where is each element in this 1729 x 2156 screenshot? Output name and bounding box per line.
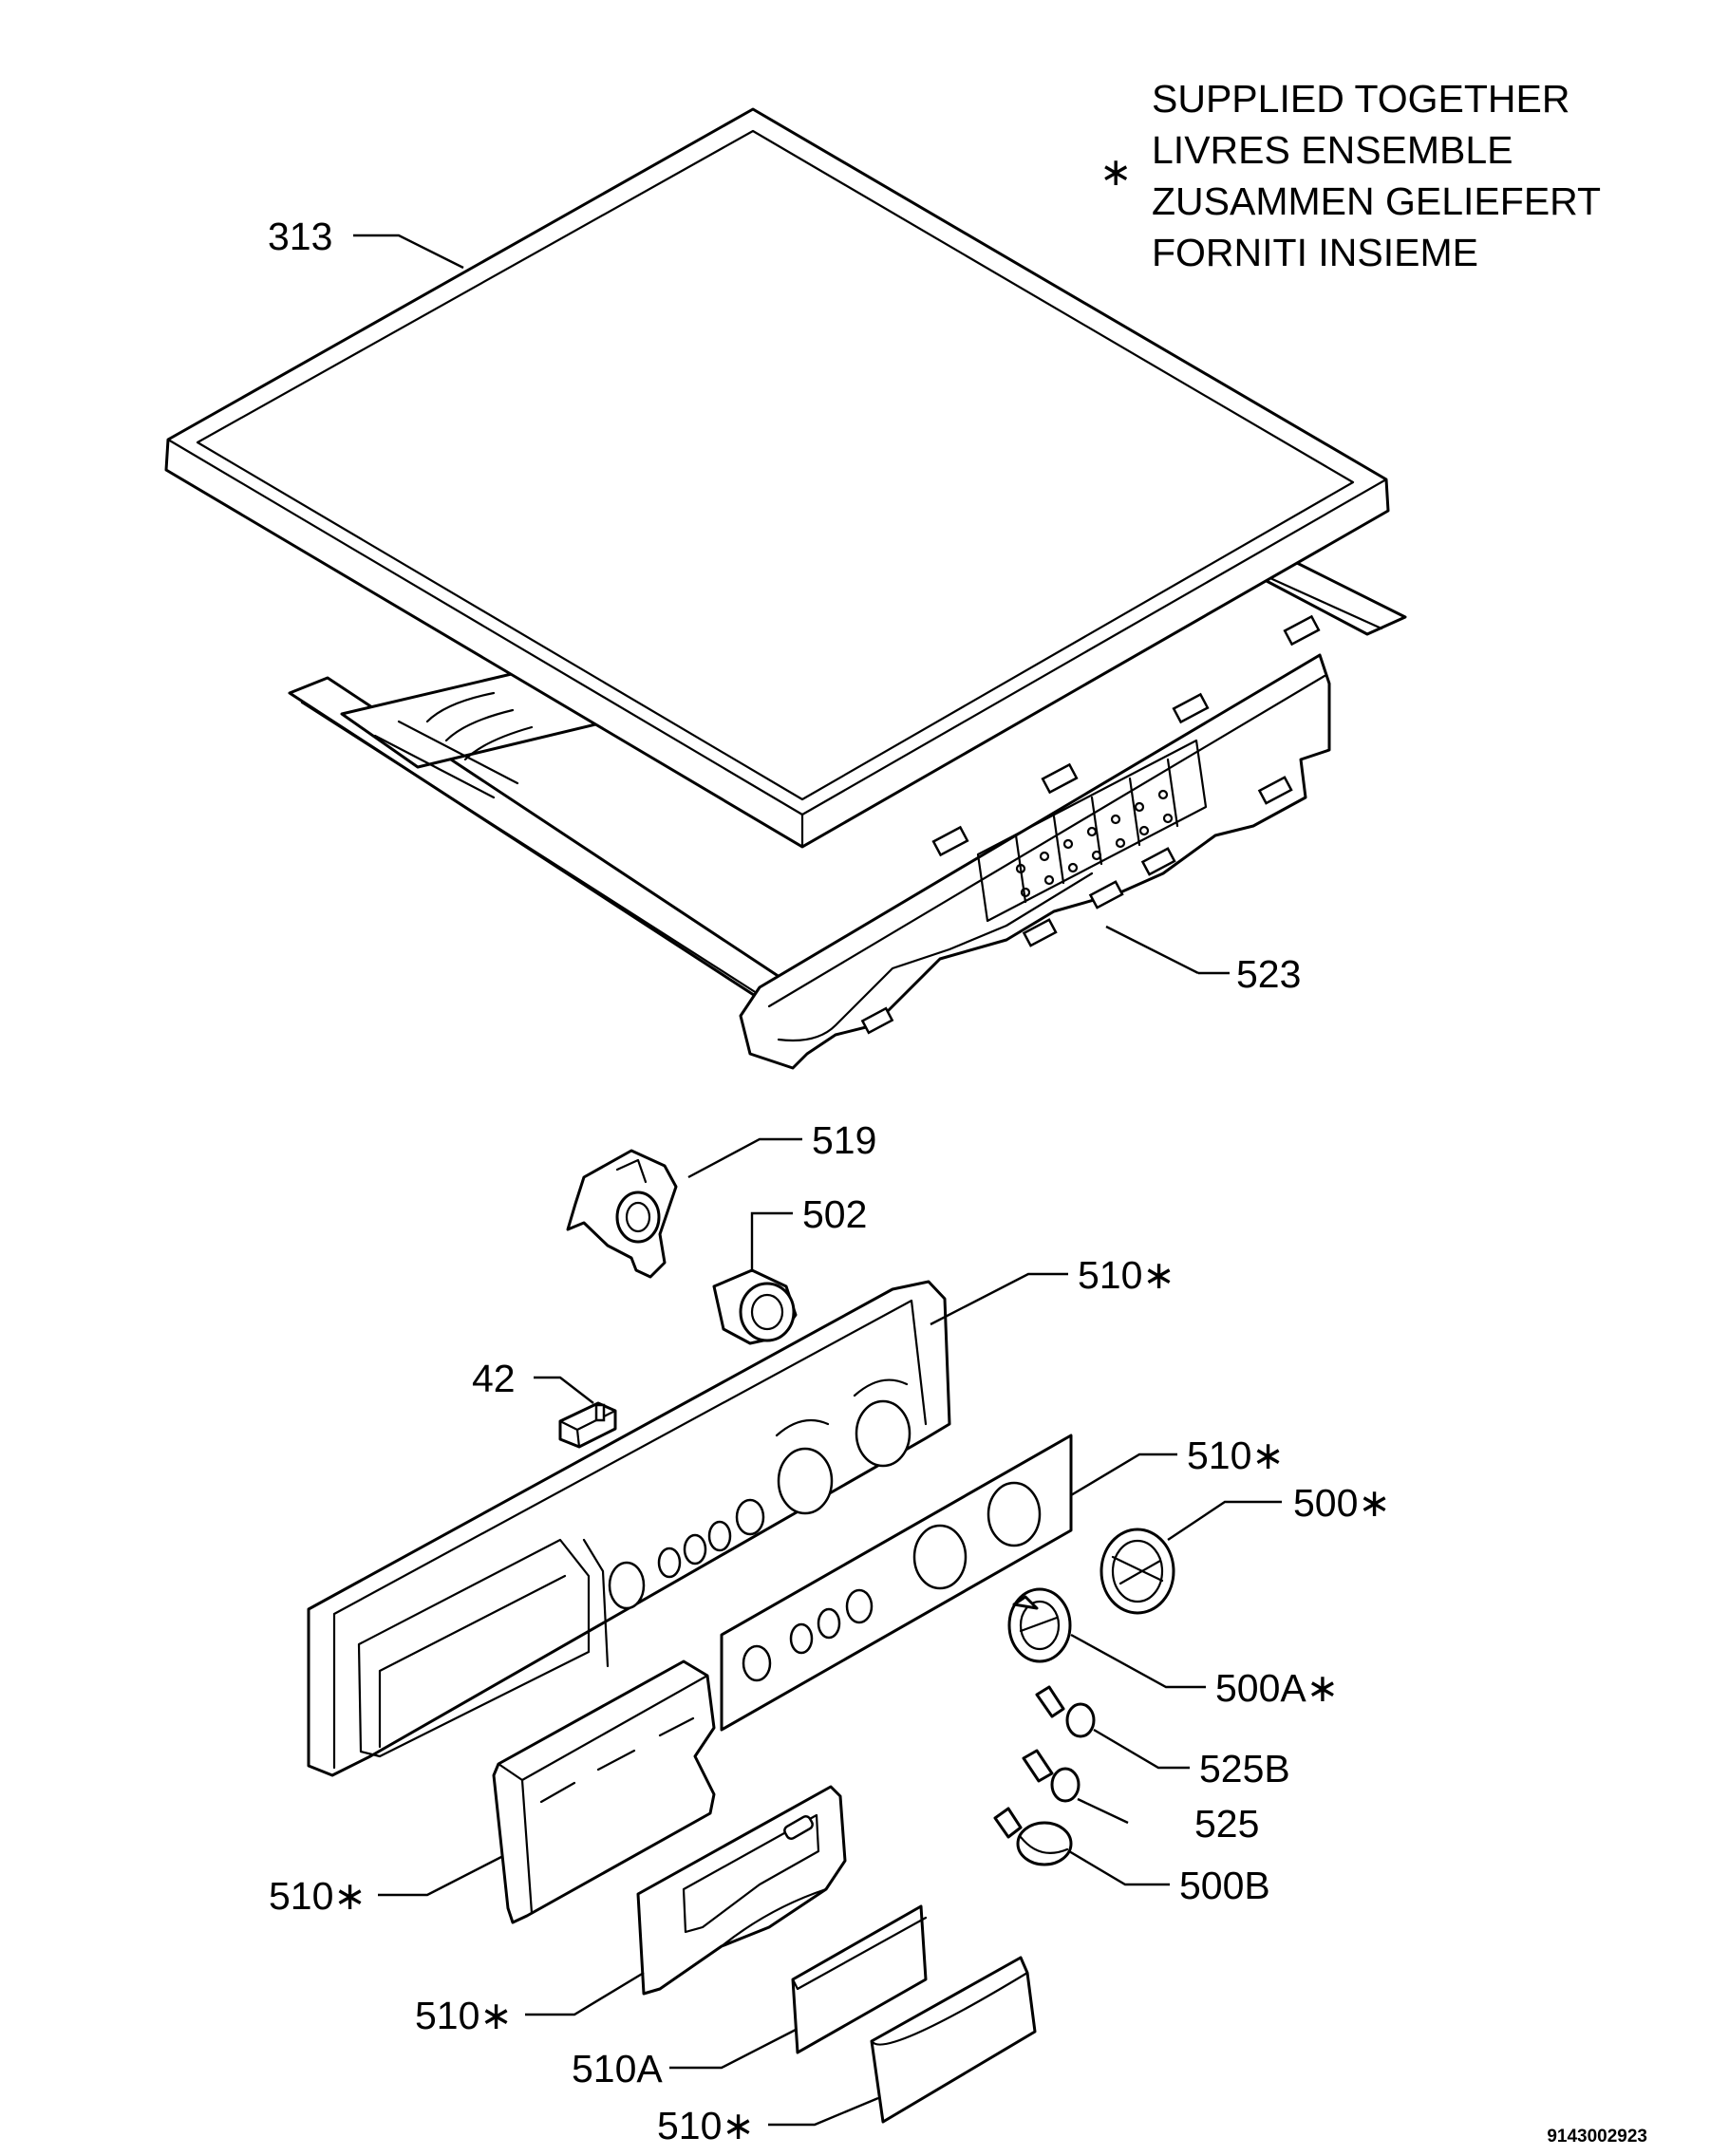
callout-313: 313 [268, 215, 332, 258]
callout-525: 525 [1194, 1802, 1259, 1846]
callout-525b: 525B [1199, 1747, 1290, 1790]
part-500a-knob [1007, 1587, 1072, 1663]
callout-500a: 500A∗ [1215, 1666, 1339, 1710]
callout-510-control-panel: 510∗ [1078, 1253, 1175, 1297]
callout-labels: 313 523 519 502 510∗ 42 510∗ 500∗ 500A∗ … [268, 215, 1391, 2147]
callout-500: 500∗ [1293, 1481, 1391, 1525]
callout-523: 523 [1236, 952, 1301, 996]
part-525b-push-rod [1035, 1685, 1096, 1738]
part-523-top-frame [288, 558, 1407, 1070]
part-510a-insert [791, 1904, 928, 2054]
part-519-bracket [566, 1149, 678, 1279]
callout-42: 42 [472, 1357, 516, 1400]
part-42-switch [558, 1401, 617, 1449]
vent-holes [1015, 789, 1174, 898]
callout-510-fascia: 510∗ [1187, 1434, 1285, 1477]
leader-lines [353, 234, 1282, 2127]
legend-line-2: LIVRES ENSEMBLE [1152, 128, 1513, 172]
legend-line-1: SUPPLIED TOGETHER [1152, 77, 1570, 121]
callout-500b: 500B [1179, 1864, 1270, 1907]
callout-502: 502 [802, 1192, 867, 1236]
part-510-drawer-handle [636, 1785, 847, 1996]
part-510-bottom-cover [870, 1956, 1037, 2124]
legend-asterisk: ∗ [1099, 150, 1132, 194]
part-510-control-panel [307, 1280, 951, 1777]
legend-line-4: FORNITI INSIEME [1152, 231, 1478, 274]
part-502-lamp-holder [712, 1268, 798, 1345]
callout-510a: 510A [572, 2047, 663, 2090]
document-number: 9143002923 [1547, 2127, 1647, 2147]
part-313-worktop [164, 107, 1390, 849]
legend-line-3: ZUSAMMEN GELIEFERT [1152, 179, 1601, 223]
callout-510-drawer: 510∗ [269, 1874, 366, 1918]
part-500b-button [993, 1807, 1073, 1866]
callout-510-bottom: 510∗ [657, 2104, 755, 2147]
part-525-push-rod [1022, 1749, 1081, 1803]
part-510-fascia-plate [720, 1434, 1073, 1732]
callout-519: 519 [812, 1118, 876, 1162]
callout-510-handle: 510∗ [415, 1994, 513, 2037]
part-510-drawer-front [492, 1659, 716, 1924]
part-500-knob [1099, 1528, 1175, 1615]
legend: ∗ SUPPLIED TOGETHER LIVRES ENSEMBLE ZUSA… [1099, 77, 1601, 274]
